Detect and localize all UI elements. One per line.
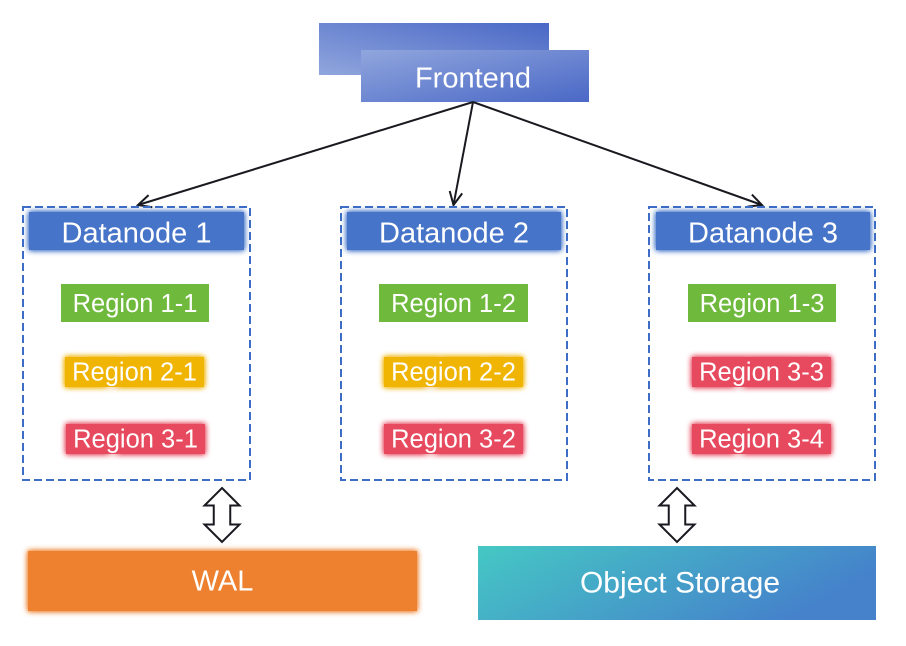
- svg-text:Datanode 1: Datanode 1: [62, 217, 212, 249]
- svg-text:Object Storage: Object Storage: [580, 567, 780, 600]
- svg-text:Region 3-4: Region 3-4: [699, 426, 824, 454]
- svg-text:Region 3-2: Region 3-2: [391, 426, 516, 454]
- svg-text:Region 3-1: Region 3-1: [73, 426, 198, 454]
- svg-text:Region 2-1: Region 2-1: [72, 359, 197, 387]
- svg-text:Datanode 2: Datanode 2: [379, 217, 529, 249]
- svg-text:Datanode 3: Datanode 3: [688, 217, 838, 249]
- svg-text:Frontend: Frontend: [415, 63, 531, 95]
- svg-text:Region 3-3: Region 3-3: [699, 359, 824, 387]
- svg-text:WAL: WAL: [192, 566, 254, 598]
- svg-text:Region 2-2: Region 2-2: [391, 359, 516, 387]
- svg-text:Region 1-1: Region 1-1: [73, 290, 198, 318]
- svg-text:Region 1-2: Region 1-2: [391, 290, 516, 318]
- svg-text:Region 1-3: Region 1-3: [700, 290, 825, 318]
